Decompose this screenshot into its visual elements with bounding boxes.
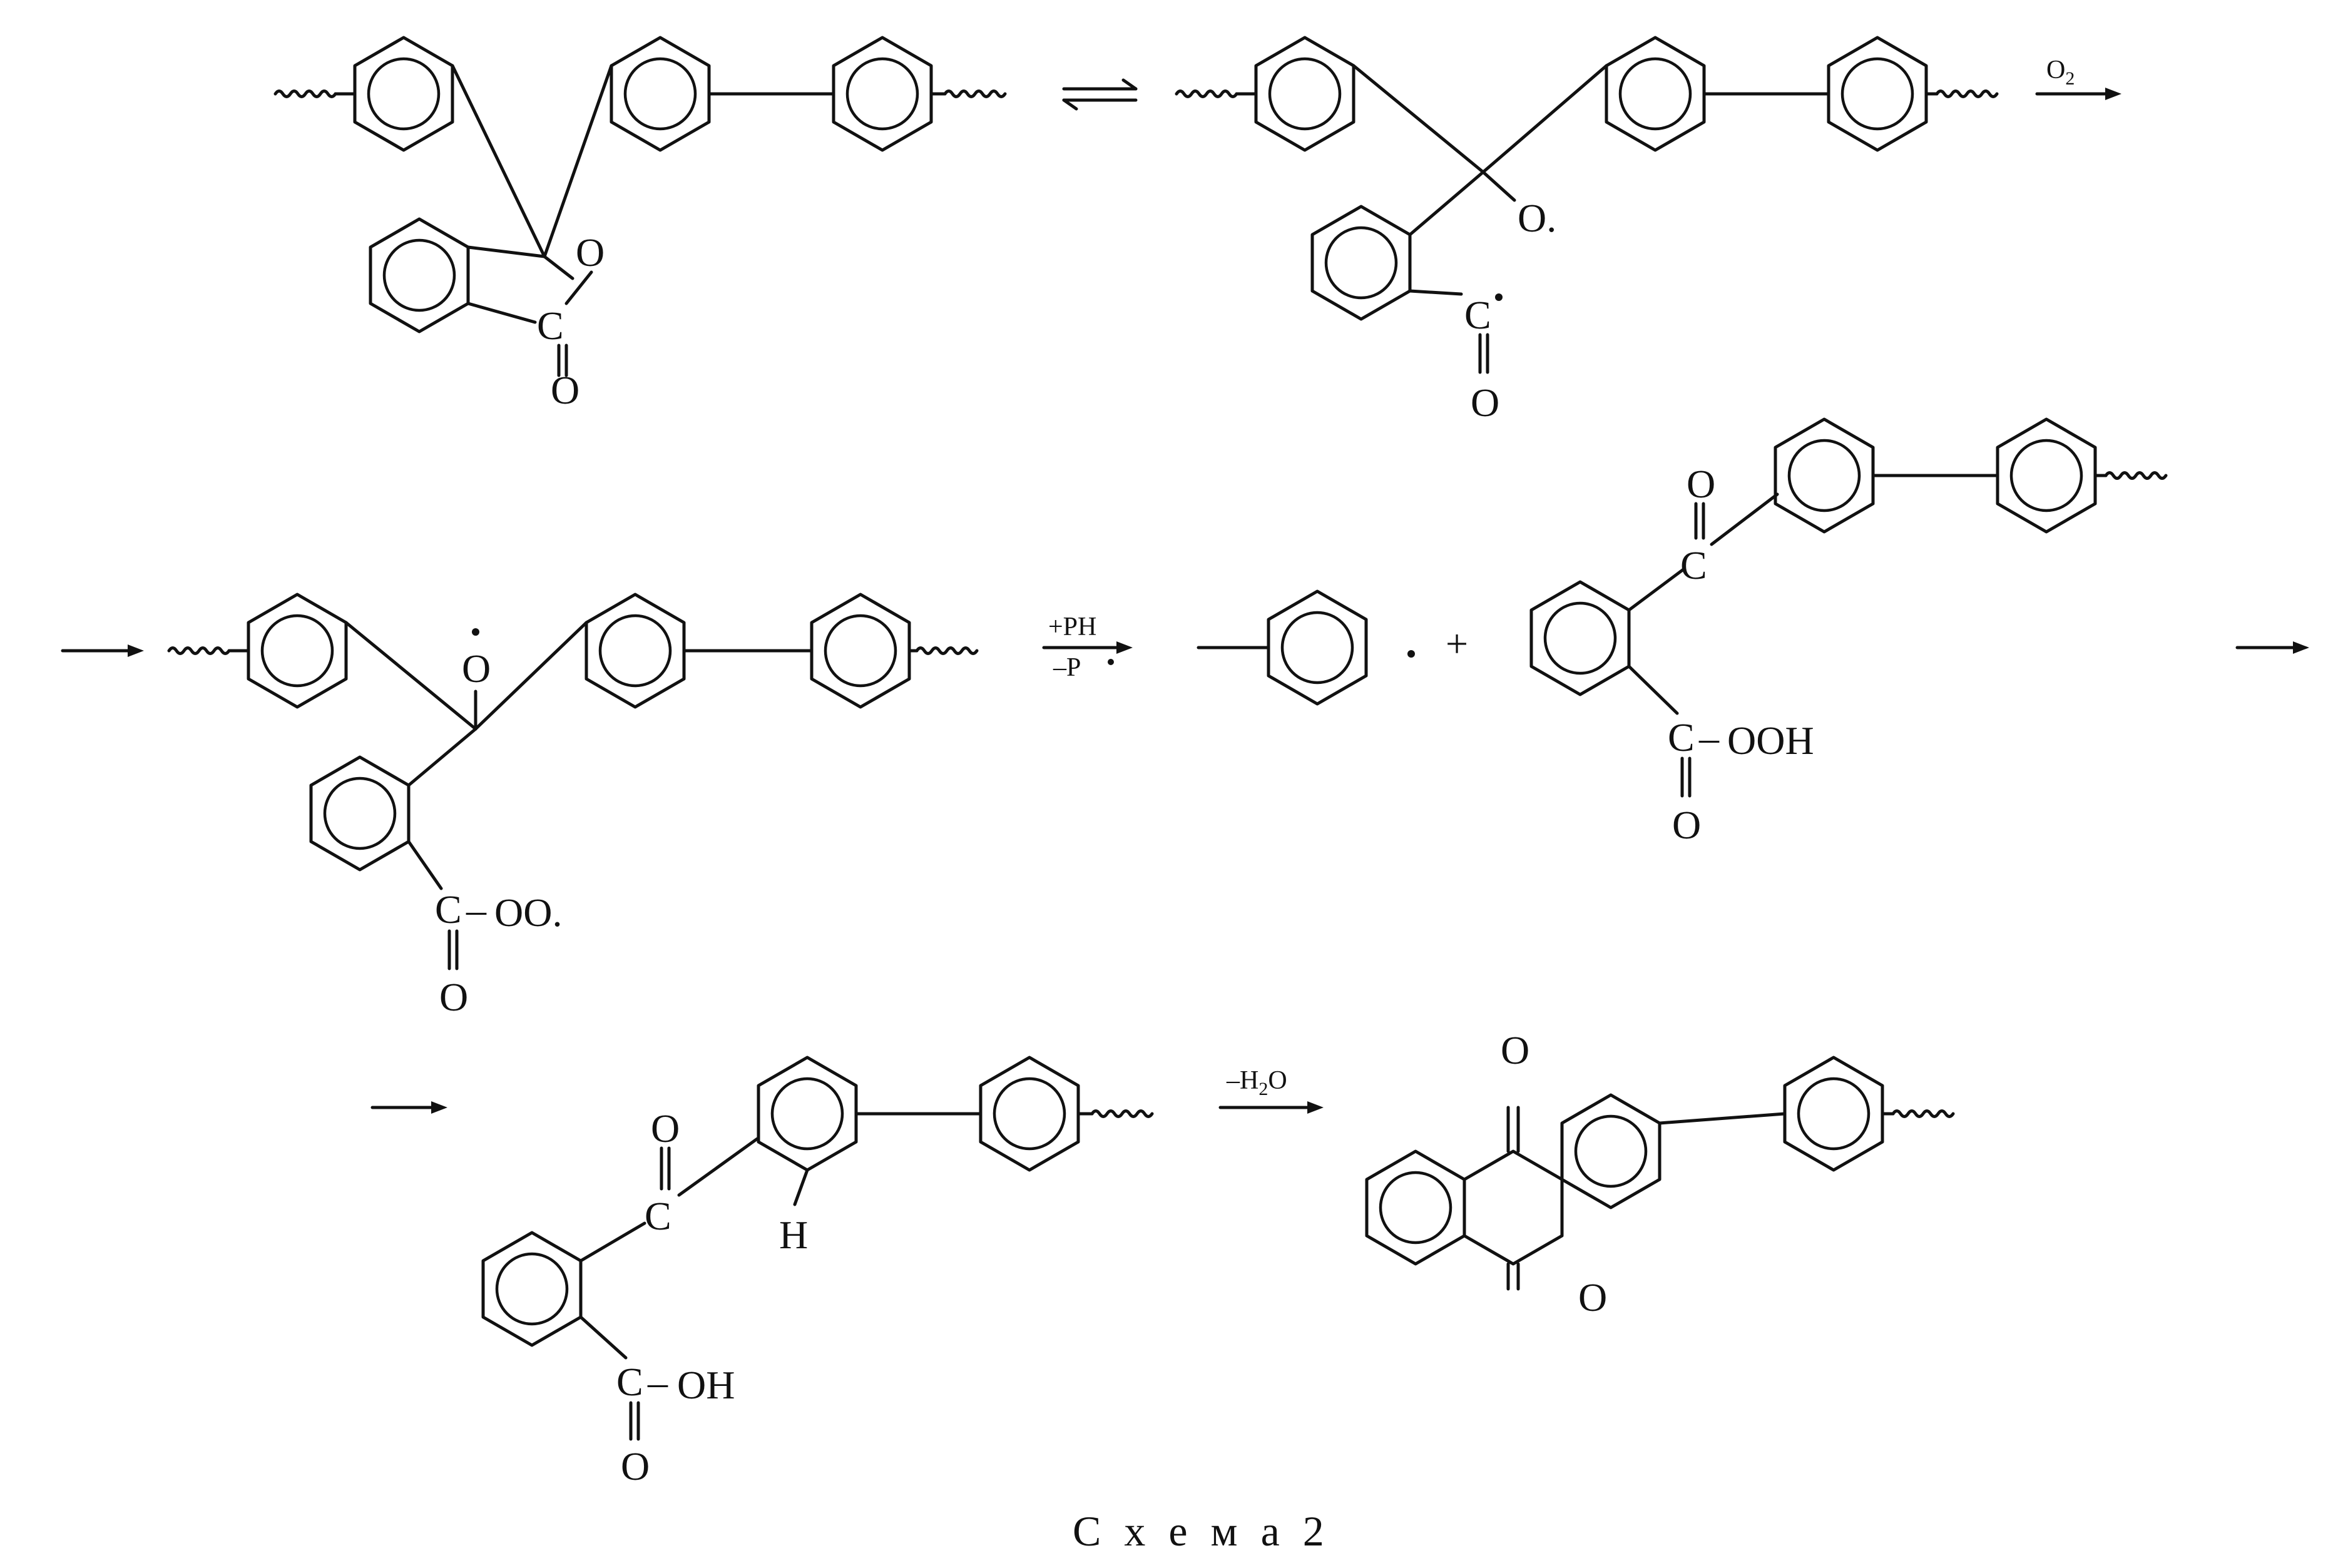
phenyl-radical-dot — [1407, 650, 1415, 658]
peracid-carbon: C — [435, 887, 462, 932]
structure-keto-peracid: C O C – OOH O — [1531, 419, 2166, 847]
peroxy-radical-group: OO. — [494, 890, 562, 935]
structure-keto-acid: C O H C – OH O — [483, 1057, 1152, 1489]
hydrogen-abstraction-arrow: +PH –P — [1042, 613, 1133, 682]
peracid-carbonyl-oxygen: O — [439, 975, 468, 1019]
ketone-carbon-3: C — [645, 1194, 671, 1238]
continuation-arrow-row2-start — [61, 644, 144, 657]
quinone-oxygen-top: O — [1501, 1028, 1529, 1072]
continuation-arrow-row3-start — [370, 1101, 447, 1114]
oxygen-addition-arrow: O2 — [2035, 56, 2121, 100]
acyl-radical-carbon: C — [1464, 293, 1491, 337]
quinone-oxygen-bottom: O — [1578, 1275, 1607, 1320]
condition-ph-bottom: –P — [1053, 653, 1081, 682]
ring-hydrogen: H — [779, 1213, 808, 1257]
structure-diradical: O. C O — [1177, 38, 1997, 425]
acyl-carbonyl-oxygen: O — [1471, 380, 1499, 425]
acid-carbon: C — [616, 1360, 643, 1404]
dash-ooh: – — [1698, 715, 1720, 760]
lactone-oxygen: O — [576, 230, 605, 275]
structure-lactone-polymer: O C O — [275, 38, 1005, 412]
plus-sign: + — [1446, 621, 1468, 666]
dash-peroxy: – — [466, 887, 487, 932]
ketone-oxygen: O — [1687, 462, 1715, 506]
condition-ph-top: +PH — [1048, 613, 1096, 641]
dehydration-arrow: –H2O — [1218, 1066, 1324, 1114]
structure-anthraquinone: O O — [1367, 1028, 1953, 1320]
structure-peroxy-radical: O C – OO. O — [169, 594, 977, 1019]
structure-phenyl-radical — [1197, 591, 1415, 704]
dash-oh: – — [647, 1360, 668, 1404]
ketone-carbon: C — [1680, 543, 1707, 588]
acid-carbonyl-oxygen: O — [621, 1444, 650, 1489]
continuation-arrow-row2-end — [2235, 641, 2309, 654]
equilibrium-arrows — [1062, 78, 1138, 111]
lactone-carbonyl-carbon: C — [537, 303, 564, 348]
scheme-caption: С х е м а 2 — [1073, 1507, 1330, 1555]
hydroxyl-group: OH — [677, 1363, 735, 1407]
radical-dot-top — [472, 628, 479, 636]
central-alkoxy-oxygen: O — [462, 646, 491, 691]
lactone-carbonyl-oxygen: O — [551, 368, 579, 412]
peracid-carbon-2: C — [1668, 715, 1695, 760]
radical-dot — [1495, 293, 1503, 301]
condition-water: –H2O — [1226, 1066, 1287, 1099]
condition-oxygen: O2 — [2046, 56, 2075, 89]
radical-dot-p — [1108, 659, 1114, 665]
peracid-carbonyl-oxygen-2: O — [1672, 803, 1701, 847]
ketone-oxygen-3: O — [651, 1106, 680, 1151]
hydroperoxy-group: OOH — [1727, 718, 1814, 763]
alkoxy-radical-oxygen: O. — [1518, 196, 1556, 240]
